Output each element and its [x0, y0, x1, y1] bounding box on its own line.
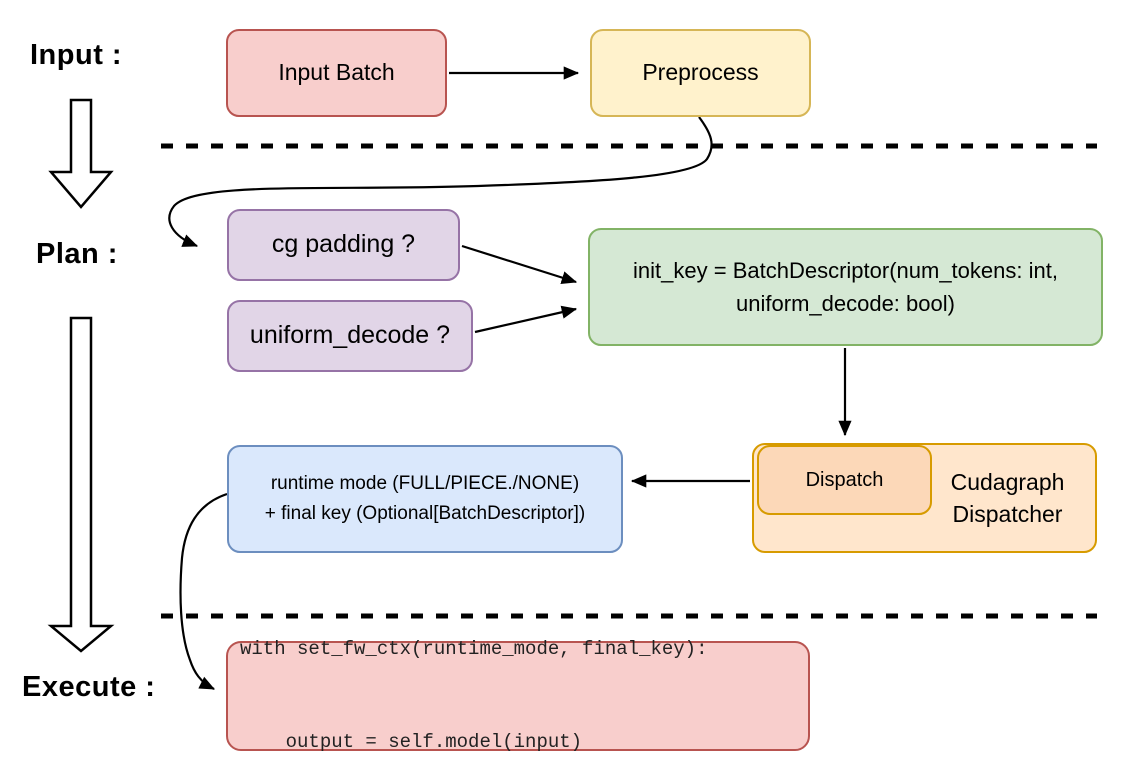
node-dispatch-label: Dispatch [805, 468, 884, 491]
hollow-arrow-plan-to-execute [47, 316, 115, 653]
node-init-key: init_key = BatchDescriptor(num_tokens: i… [588, 228, 1103, 346]
node-input-batch: Input Batch [226, 29, 447, 117]
node-init-key-line1: init_key = BatchDescriptor(num_tokens: i… [633, 258, 1058, 283]
node-cudagraph-line1: Cudagraph [950, 469, 1065, 495]
node-uniform-decode: uniform_decode ? [227, 300, 473, 372]
node-cudagraph-line2: Dispatcher [952, 501, 1063, 527]
node-init-key-line2: uniform_decode: bool) [736, 291, 955, 316]
section-label-plan: Plan : [36, 238, 118, 270]
node-preprocess: Preprocess [590, 29, 811, 117]
arrow-uniformdecode-to-initkey [474, 305, 578, 334]
node-runtime-line1: runtime mode (FULL/PIECE./NONE) [270, 473, 580, 494]
node-runtime-result: runtime mode (FULL/PIECE./NONE) + final … [227, 445, 623, 553]
section-label-input: Input : [30, 39, 123, 71]
arrow-cgpadding-to-initkey [461, 244, 578, 284]
node-uniform-decode-label: uniform_decode ? [249, 321, 451, 350]
node-execute-code-line2: output = self.model(input) [240, 731, 583, 753]
node-runtime-line2: + final key (Optional[BatchDescriptor]) [264, 503, 586, 524]
node-cg-padding: cg padding ? [227, 209, 460, 281]
section-label-execute: Execute : [22, 671, 156, 703]
node-cg-padding-label: cg padding ? [271, 230, 416, 259]
arrow-runtime-to-executecode [179, 492, 228, 690]
node-execute-code-line1: with set_fw_ctx(runtime_mode, final_key)… [240, 638, 708, 660]
node-input-batch-label: Input Batch [278, 59, 395, 86]
node-execute-code: with set_fw_ctx(runtime_mode, final_key)… [226, 638, 810, 753]
hollow-arrow-input-to-plan [48, 98, 114, 209]
arrow-preprocess-to-cgpadding [168, 116, 713, 248]
node-preprocess-label: Preprocess [642, 59, 759, 86]
node-dispatch: Dispatch [757, 445, 932, 515]
